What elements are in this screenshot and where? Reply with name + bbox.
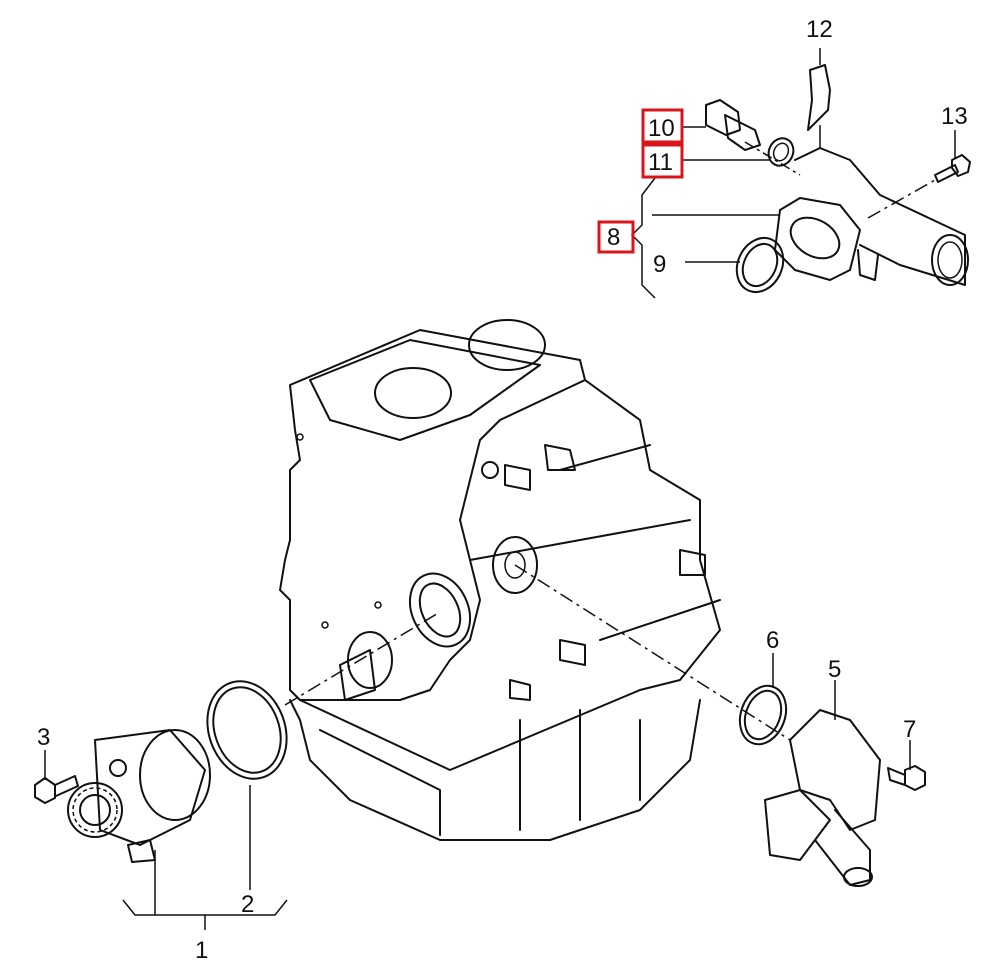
temperature-sensor-10	[705, 99, 761, 151]
callout-5[interactable]: 5	[828, 656, 841, 683]
callout-12[interactable]: 12	[806, 16, 833, 43]
gasket-9	[735, 236, 785, 294]
callout-8[interactable]: 8	[607, 224, 620, 251]
bolt-3	[34, 775, 79, 804]
highlight-box-8	[597, 220, 635, 254]
callout-7[interactable]: 7	[903, 716, 916, 743]
callout-6[interactable]: 6	[766, 627, 779, 654]
callout-10[interactable]: 10	[648, 115, 675, 142]
o-ring-6	[738, 684, 788, 746]
highlight-box-10	[641, 108, 684, 144]
bolt-7	[887, 765, 926, 791]
callout-13[interactable]: 13	[941, 103, 968, 130]
coolant-pipe-flange-8	[774, 147, 969, 286]
leader-lines	[44, 48, 956, 930]
callout-3[interactable]: 3	[37, 724, 50, 751]
water-pump	[67, 729, 211, 863]
coolant-flange-5	[764, 709, 881, 887]
callout-9[interactable]: 9	[653, 251, 666, 278]
bolt-13	[934, 154, 971, 183]
engine-block	[279, 319, 721, 841]
callout-2[interactable]: 2	[241, 891, 254, 918]
seal-ring-11	[767, 137, 795, 167]
highlight-box-11	[641, 143, 684, 179]
o-ring-2	[206, 680, 288, 780]
callout-1[interactable]: 1	[195, 937, 208, 964]
clip-12	[807, 64, 831, 131]
callout-11[interactable]: 11	[648, 149, 673, 176]
